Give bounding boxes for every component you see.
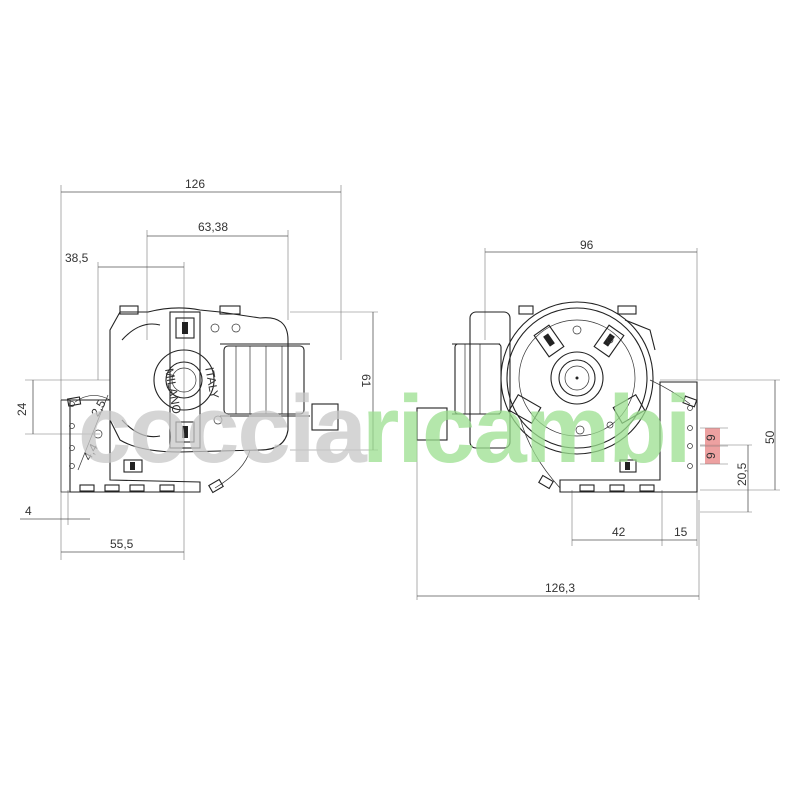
dim-63-38-label: 63,38 [198, 220, 228, 234]
dim-42-15: 42 15 [571, 490, 698, 546]
dim-61-label: 61 [359, 374, 373, 388]
dim-20-5-label: 20,5 [735, 462, 749, 486]
dim-24-label: 24 [15, 402, 29, 416]
dim-126-3: 126,3 [416, 440, 700, 600]
italy-label: ITALY [202, 366, 221, 400]
dim-55-5: 55,5 [61, 537, 184, 553]
dim-42-label: 42 [612, 525, 626, 539]
dim-50: 50 [660, 379, 780, 491]
dim-55-5-label: 55,5 [110, 537, 134, 551]
dim-61: 61 [290, 311, 378, 451]
dim-4-label: 4 [25, 504, 32, 518]
watermark-part2: ricambi [362, 376, 689, 483]
dim-126-label: 126 [185, 177, 205, 191]
dim-15-label: 15 [674, 525, 688, 539]
dim-9b-label: 9 [704, 452, 718, 459]
dim-96-label: 96 [580, 238, 594, 252]
dim-24: 24 [15, 379, 110, 435]
dim-9-9: 9 9 [700, 427, 728, 465]
dim-126: 126 [60, 177, 342, 560]
dim-63-38: 63,38 [146, 220, 289, 340]
dim-96: 96 [484, 238, 698, 380]
left-view: 126 63,38 38,5 24 2,5 4,4 [15, 177, 378, 560]
right-view: 96 50 20,5 9 9 [416, 238, 780, 600]
dim-4: 4 [20, 490, 90, 525]
watermark-part1: coccia [78, 376, 367, 483]
dim-126-3-label: 126,3 [545, 581, 575, 595]
dim-38-5-label: 38,5 [65, 251, 89, 265]
dim-9a-label: 9 [704, 434, 718, 441]
motor-body-front [416, 301, 698, 492]
watermark: coccia ricambi [78, 376, 691, 483]
mounting-plate-right [559, 381, 698, 493]
motor-body-side: MILANO ITALY [66, 305, 339, 494]
dim-50-label: 50 [763, 430, 777, 444]
